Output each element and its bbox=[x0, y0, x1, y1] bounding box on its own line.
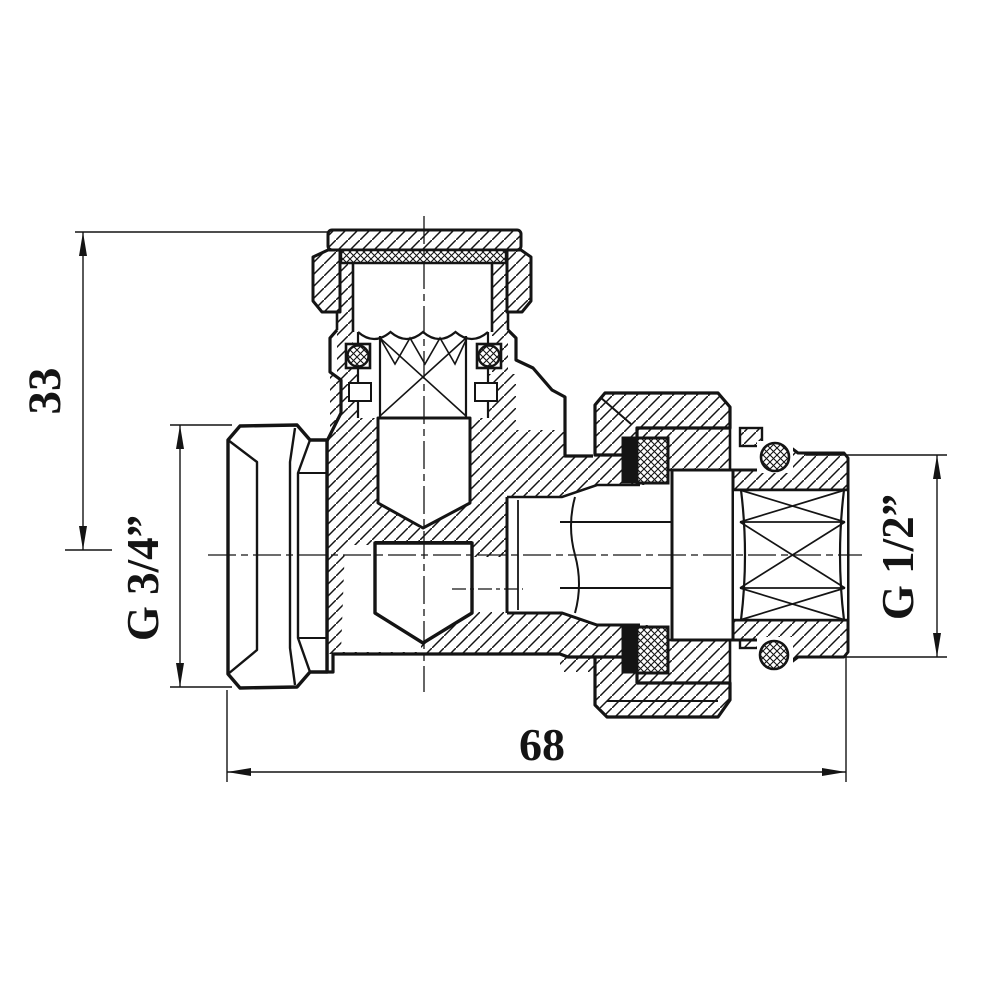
dimension-68 bbox=[226, 655, 847, 782]
top-packing-seal bbox=[635, 436, 670, 485]
dimension-g12 bbox=[806, 454, 947, 658]
bonnet-cavity bbox=[353, 262, 492, 333]
top-cap bbox=[311, 228, 533, 314]
left-swivel-nut bbox=[226, 423, 329, 690]
arrowhead-icon bbox=[79, 232, 87, 256]
arrowhead-icon bbox=[79, 526, 87, 550]
arrowhead-icon bbox=[933, 633, 941, 657]
right-oring-icon bbox=[477, 344, 501, 368]
top-union-oring-icon bbox=[759, 441, 791, 473]
center-lines bbox=[208, 216, 862, 692]
dim-label-thread-left: G 3/4” bbox=[118, 515, 168, 641]
dimension-g34 bbox=[170, 424, 232, 688]
arrowhead-icon bbox=[822, 768, 846, 776]
union-orings bbox=[757, 441, 793, 671]
bottom-packing-seal bbox=[635, 625, 670, 675]
dimension-33 bbox=[65, 231, 328, 551]
arrowhead-icon bbox=[176, 663, 184, 687]
bonnet-thread-zone bbox=[344, 330, 503, 418]
left-oring-icon bbox=[346, 344, 370, 368]
bottom-union-oring-icon bbox=[758, 639, 790, 671]
dim-label-thread-right: G 1/2” bbox=[873, 494, 923, 620]
arrowhead-icon bbox=[176, 425, 184, 449]
dim-label-height: 33 bbox=[19, 368, 71, 415]
arrowhead-icon bbox=[227, 768, 251, 776]
dim-label-length: 68 bbox=[519, 719, 565, 770]
packing-glands bbox=[621, 436, 670, 675]
arrowhead-icon bbox=[933, 455, 941, 479]
